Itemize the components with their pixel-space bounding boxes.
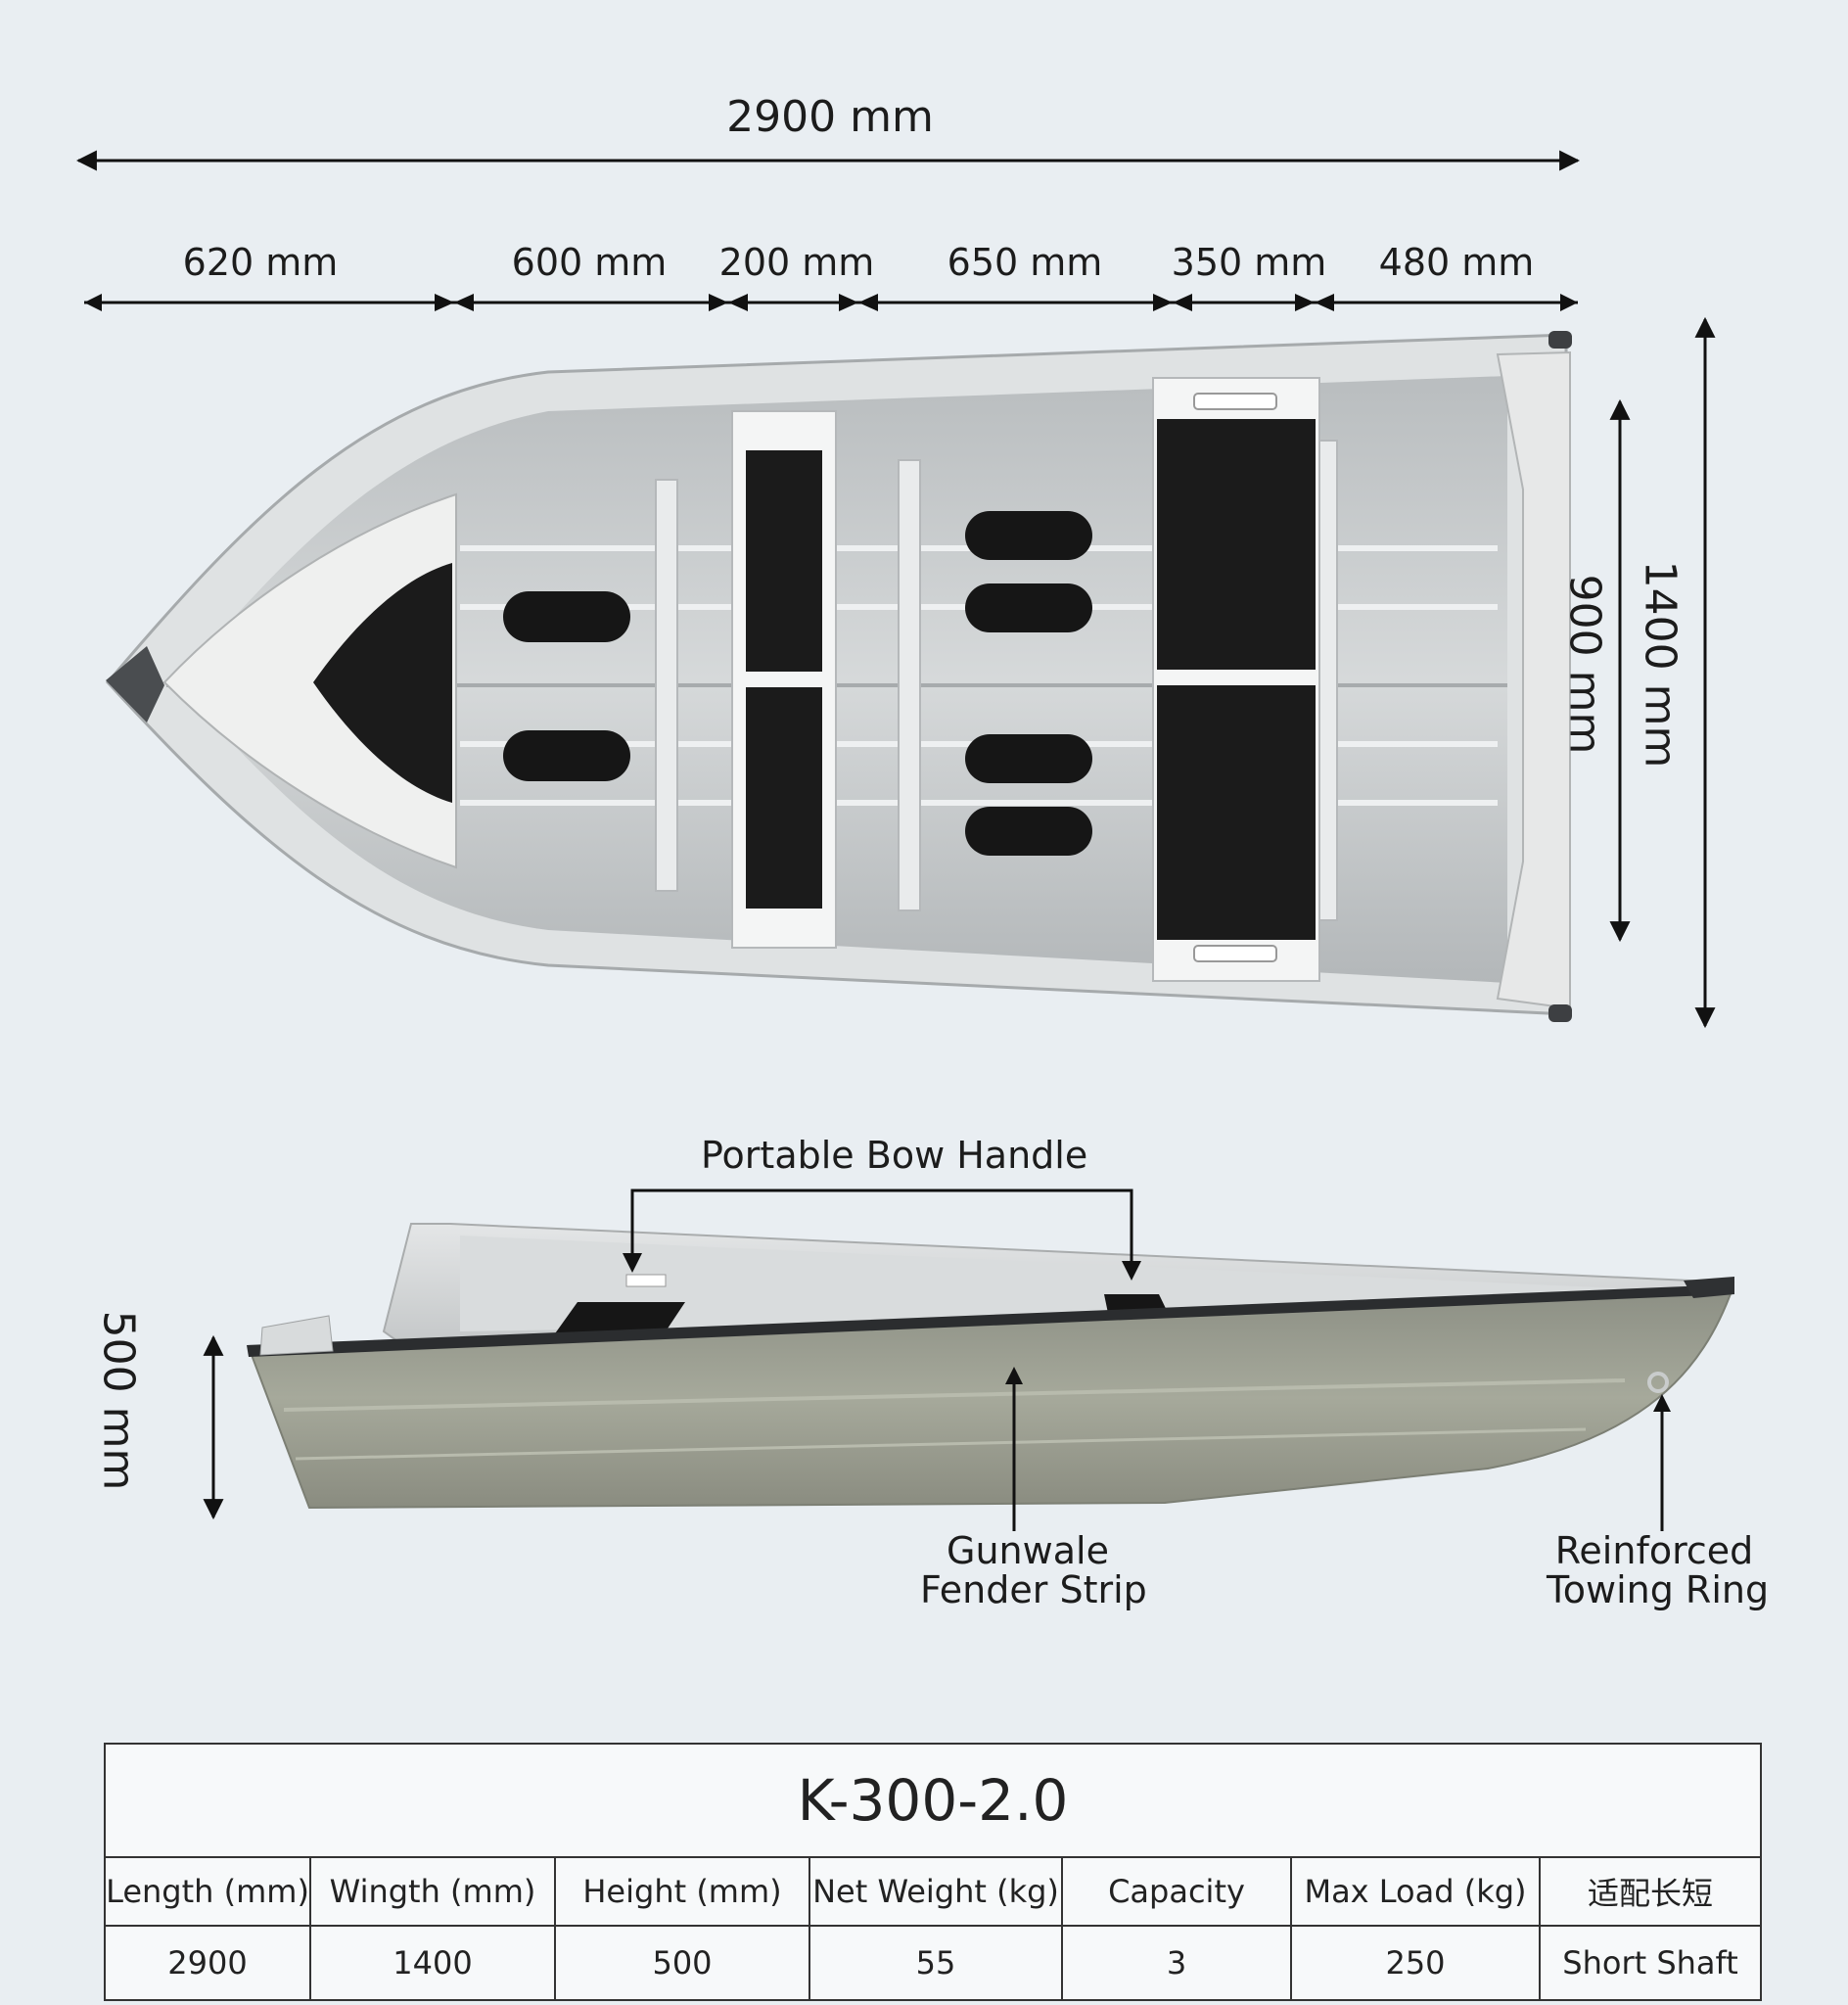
fender-strip-line-2: Fender Strip [920, 1568, 1147, 1611]
spec-table: K-300-2.0 Length (mm) Wingth (mm) Height… [103, 1743, 1763, 2001]
segment-label-4: 650 mm [947, 241, 1103, 284]
inner-width-label: 900 mm [1558, 574, 1609, 754]
towing-ring-callout: Reinforced Towing Ring [1547, 1529, 1770, 1611]
segment-label-3: 200 mm [718, 241, 875, 284]
spec-header-row: Length (mm) Wingth (mm) Height (mm) Net … [104, 1856, 1763, 1927]
value-max-load: 250 [1290, 1925, 1541, 2001]
header-height: Height (mm) [554, 1856, 810, 1927]
bow-handle-callout: Portable Bow Handle [701, 1134, 1088, 1177]
segment-label-5: 350 mm [1171, 241, 1327, 284]
header-net-weight: Net Weight (kg) [808, 1856, 1063, 1927]
segment-label-2: 600 mm [511, 241, 668, 284]
boat-side-view [247, 1223, 1735, 1510]
overall-width-label: 1400 mm [1634, 560, 1685, 768]
header-capacity: Capacity [1061, 1856, 1292, 1927]
header-max-load: Max Load (kg) [1290, 1856, 1541, 1927]
value-shaft: Short Shaft [1538, 1925, 1763, 2001]
bow-handle-leader [630, 1189, 1133, 1277]
height-label: 500 mm [92, 1310, 143, 1490]
value-net-weight: 55 [808, 1925, 1063, 2001]
value-width: 1400 [309, 1925, 556, 2001]
header-width: Wingth (mm) [309, 1856, 556, 1927]
fender-strip-callout: Gunwale Fender Strip [920, 1529, 1147, 1611]
value-capacity: 3 [1061, 1925, 1292, 2001]
model-name: K-300-2.0 [103, 1743, 1763, 1858]
header-length: Length (mm) [104, 1856, 311, 1927]
spec-value-row: 2900 1400 500 55 3 250 Short Shaft [104, 1925, 1763, 2001]
boat-top-view [105, 331, 1572, 1022]
header-shaft: 适配长短 [1538, 1856, 1763, 1927]
fender-strip-line-1: Gunwale [947, 1529, 1109, 1572]
value-length: 2900 [104, 1925, 311, 2001]
segment-label-1: 620 mm [182, 241, 339, 284]
towing-ring-line-2: Towing Ring [1547, 1568, 1770, 1611]
segment-label-6: 480 mm [1378, 241, 1535, 284]
value-height: 500 [554, 1925, 810, 2001]
segment-arrowheads [84, 294, 1578, 311]
towing-ring-line-1: Reinforced [1554, 1529, 1754, 1572]
overall-length-label: 2900 mm [726, 92, 934, 142]
